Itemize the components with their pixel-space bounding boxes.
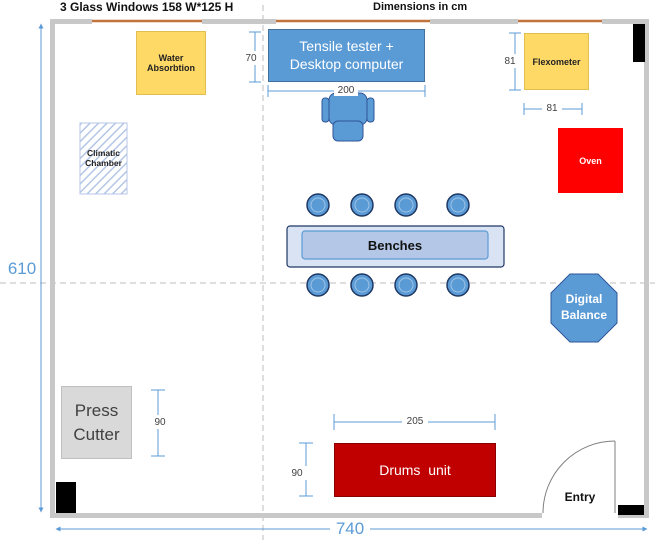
water-absorption-box: Water Absorbtion — [136, 31, 206, 95]
stool-seat — [450, 197, 466, 213]
office-chair-icon — [321, 92, 375, 142]
stool-seat — [310, 197, 326, 213]
drums-unit-label: Drums unit — [379, 462, 451, 478]
drums-height-label: 90 — [287, 466, 307, 480]
stool-seat — [354, 277, 370, 293]
stool-seat — [354, 197, 370, 213]
pillar-bottom-right — [618, 505, 644, 515]
flexometer-box: Flexometer — [524, 33, 589, 90]
climatic-chamber-box — [79, 122, 128, 195]
drums-width-label: 205 — [402, 415, 428, 428]
door-swing — [542, 440, 616, 514]
benches-label: Benches — [367, 237, 423, 253]
room-height-label: 610 — [7, 259, 37, 278]
flexometer-height-label: 81 — [500, 54, 520, 68]
room-width-label: 740 — [330, 518, 370, 540]
entry-label: Entry — [564, 490, 596, 504]
flexometer-label: Flexometer — [532, 56, 581, 67]
press-cutter-box: Press Cutter — [61, 386, 132, 459]
tensile-tester-box: Tensile tester + Desktop computer — [268, 29, 425, 82]
stool-seat — [398, 277, 414, 293]
stool-seat — [310, 277, 326, 293]
drums-unit-box: Drums unit — [334, 443, 496, 497]
tensile-width-label: 200 — [334, 84, 358, 96]
flexometer-width-label: 81 — [542, 102, 562, 114]
stools-group — [306, 193, 470, 297]
bench-top — [301, 230, 489, 260]
oven-box: Oven — [558, 128, 623, 193]
climatic-chamber-box-label: Climatic Chamber — [80, 140, 127, 176]
stool-seat — [398, 197, 414, 213]
tensile-tester-label: Tensile tester + Desktop computer — [289, 38, 404, 72]
pillar-top-right — [633, 24, 645, 62]
digital-balance-shape — [550, 273, 618, 343]
press-cutter-height-label: 90 — [150, 415, 170, 429]
windows-note: 3 Glass Windows 158 W*125 H — [60, 0, 234, 14]
oven-label: Oven — [579, 155, 602, 166]
tensile-height-label: 70 — [240, 51, 262, 65]
units-note: Dimensions in cm — [373, 1, 468, 13]
pillar-bottom-left — [56, 482, 76, 513]
digital-balance-label: Digital Balance — [560, 292, 608, 322]
digital-balance-box: Digital Balance — [551, 274, 617, 342]
climatic-chamber-label: Climatic Chamber — [85, 148, 122, 168]
benches-label-box: Benches — [302, 231, 488, 259]
room-walls — [50, 19, 649, 518]
water-absorption-label: Water Absorbtion — [147, 53, 195, 73]
press-cutter-label: Press Cutter — [73, 400, 120, 444]
stool-seat — [450, 277, 466, 293]
